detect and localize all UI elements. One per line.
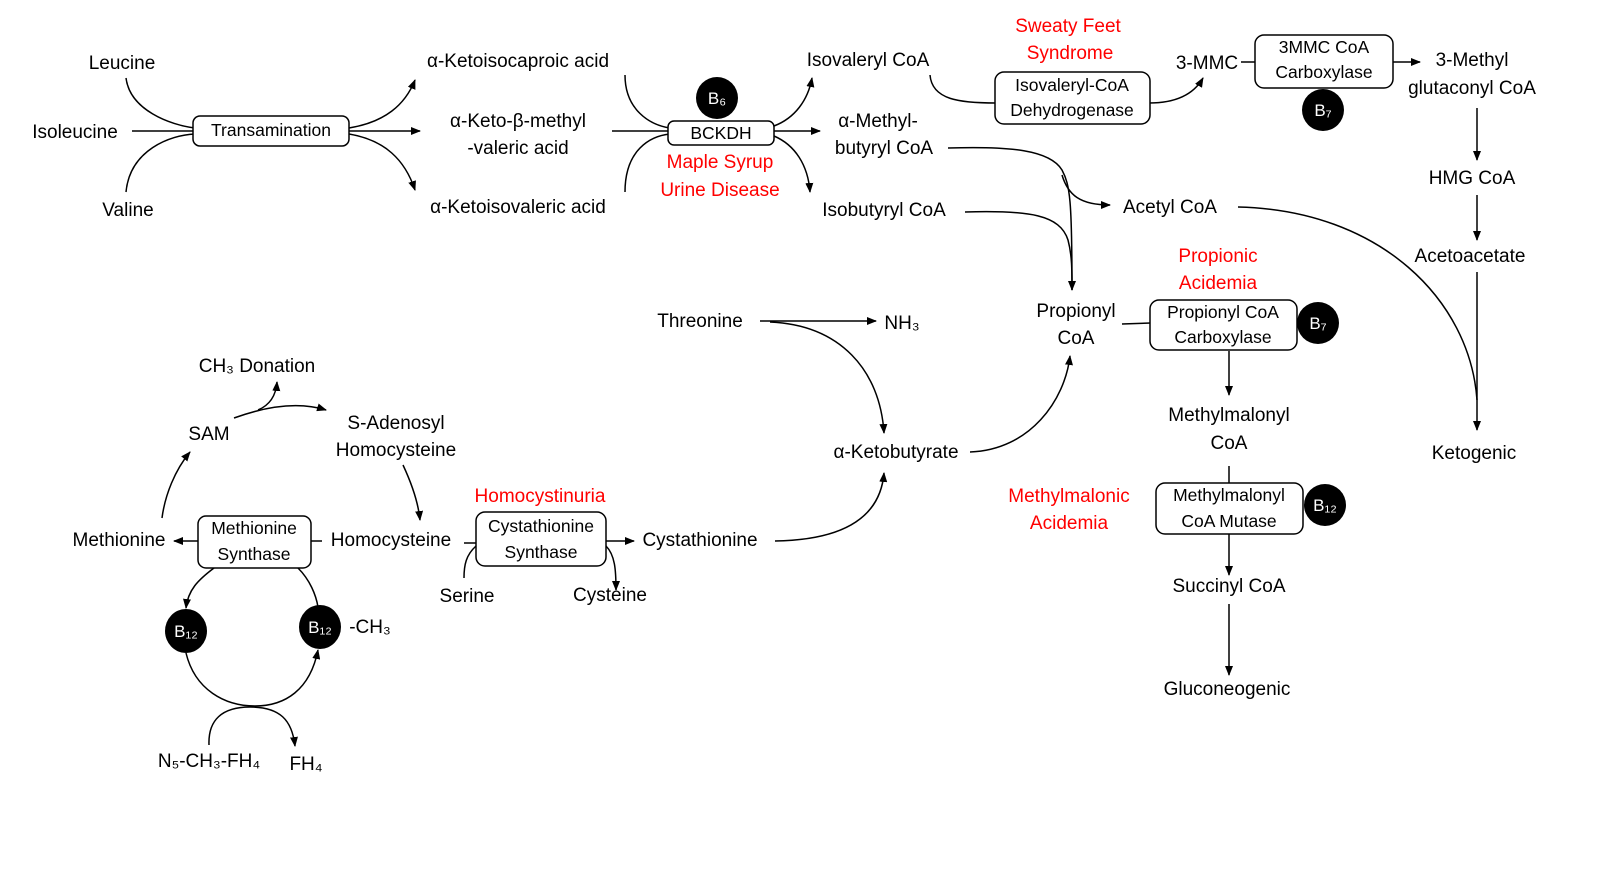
metabolite-label: Isovaleryl-CoA xyxy=(1015,75,1129,95)
metabolite-label: Synthase xyxy=(505,542,578,562)
disease-methylmalonic: Acidemia xyxy=(1030,513,1109,534)
cofactor-b7-propionyl: B₇ xyxy=(1297,302,1339,344)
metabolite-label: Methionine xyxy=(73,530,166,551)
metabolite-label: Cystathionine xyxy=(488,516,594,536)
metabolite-label: α-Keto-β-methyl xyxy=(450,111,586,132)
metabolite-label: Methylmalonyl xyxy=(1173,485,1285,505)
metabolite-label: CoA Mutase xyxy=(1181,511,1276,531)
disease-labels: Maple Syrup Urine Disease Sweaty Feet Sy… xyxy=(475,16,1258,534)
metabolite-label: Acetoacetate xyxy=(1415,246,1526,267)
metabolite-label: B₇ xyxy=(1314,101,1331,120)
metabolite-label: Methylmalonyl xyxy=(1168,405,1289,426)
cofactor-b7-3mmc: B₇ xyxy=(1302,89,1344,131)
metabolite-label: B₁₂ xyxy=(308,618,332,637)
metabolite-label: Ketogenic xyxy=(1432,443,1517,464)
disease-methylmalonic: Methylmalonic xyxy=(1008,486,1129,507)
metabolite-label: FH₄ xyxy=(289,754,322,775)
disease-propionic: Propionic xyxy=(1178,246,1257,267)
metabolite-label: Propionyl xyxy=(1036,301,1115,322)
enzyme-3mmc-coa-carboxylase: 3MMC CoA Carboxylase xyxy=(1254,34,1394,89)
metabolite-label: Acetyl CoA xyxy=(1123,197,1217,218)
enzyme-methylmalonyl-coa-mutase: Methylmalonyl CoA Mutase xyxy=(1155,482,1304,535)
metabolite-label: HMG CoA xyxy=(1429,168,1516,189)
metabolite-label: N₅-CH₃-FH₄ xyxy=(158,751,261,772)
metabolite-label: Homocysteine xyxy=(336,440,456,461)
enzyme-propionyl-coa-carboxylase: Propionyl CoA Carboxylase xyxy=(1149,299,1298,351)
metabolite-label: -valeric acid xyxy=(467,138,568,159)
metabolite-label: α-Ketoisocaproic acid xyxy=(427,51,609,72)
cofactor-b12: B₁₂ xyxy=(165,609,207,653)
metabolite-label: BCKDH xyxy=(690,123,751,143)
valine: Valine xyxy=(102,200,153,221)
metabolite-labels: Leucine Isoleucine Valine Threonine α-Ke… xyxy=(32,50,1536,775)
cofactor-b12-mutase: B₁₂ xyxy=(1304,484,1346,526)
enzyme-isovaleryl-coa-dehydrogenase: Isovaleryl-CoA Dehydrogenase xyxy=(994,71,1151,125)
metabolite-label: butyryl CoA xyxy=(835,138,934,159)
metabolite-label: SAM xyxy=(188,424,229,445)
cofactor-b6: B₆ xyxy=(696,77,738,119)
metabolite-label: CoA xyxy=(1058,328,1095,349)
metabolite-label: Isobutyryl CoA xyxy=(822,200,946,221)
disease-msud: Urine Disease xyxy=(660,180,779,201)
metabolite-label: Transamination xyxy=(211,120,331,140)
metabolite-label: Propionyl CoA xyxy=(1167,302,1279,322)
leucine: Leucine xyxy=(89,53,156,74)
disease-homocystinuria: Homocystinuria xyxy=(475,486,606,507)
metabolite-label: Methionine xyxy=(211,518,297,538)
metabolite-label: -CH₃ xyxy=(349,617,391,638)
enzyme-methionine-synthase: Methionine Synthase xyxy=(197,515,312,569)
isoleucine: Isoleucine xyxy=(32,122,118,143)
metabolite-label: Succinyl CoA xyxy=(1173,576,1286,597)
disease-sweaty-feet: Sweaty Feet xyxy=(1015,16,1121,37)
metabolite-label: NH₃ xyxy=(884,313,919,334)
metabolite-label: 3-Methyl xyxy=(1436,50,1509,71)
metabolite-label: B₇ xyxy=(1309,314,1326,333)
metabolite-label: CH₃ Donation xyxy=(199,356,316,377)
metabolite-label: glutaconyl CoA xyxy=(1408,78,1536,99)
metabolite-label: α-Ketobutyrate xyxy=(833,442,958,463)
metabolite-label: Isovaleryl CoA xyxy=(807,50,930,71)
metabolite-label: B₁₂ xyxy=(174,622,198,641)
metabolite-label: Cystathionine xyxy=(642,530,757,551)
metabolite-label: 3MMC CoA xyxy=(1279,37,1370,57)
metabolite-label: Carboxylase xyxy=(1275,62,1372,82)
enzyme-transamination: Transamination xyxy=(192,115,350,147)
metabolite-label: 3-MMC xyxy=(1176,53,1238,74)
metabolite-label: Gluconeogenic xyxy=(1164,679,1291,700)
metabolite-label: Cysteine xyxy=(573,585,647,606)
enzyme-cystathionine-synthase: Cystathionine Synthase xyxy=(475,511,607,567)
pathway-arrows xyxy=(125,58,1481,747)
metabolite-label: Dehydrogenase xyxy=(1010,100,1134,120)
metabolite-label: α-Methyl- xyxy=(838,111,918,132)
metabolite-label: Homocysteine xyxy=(331,530,451,551)
metabolite-label: Carboxylase xyxy=(1174,327,1271,347)
metabolite-label: α-Ketoisovaleric acid xyxy=(430,197,606,218)
threonine: Threonine xyxy=(657,311,743,332)
metabolite-label: CoA xyxy=(1211,433,1248,454)
metabolite-label: B₆ xyxy=(708,89,726,108)
metabolite-label: B₁₂ xyxy=(1313,496,1337,515)
metabolite-label: S-Adenosyl xyxy=(347,413,444,434)
disease-sweaty-feet: Syndrome xyxy=(1027,43,1114,64)
cofactor-b12-ch3: B₁₂ -CH₃ xyxy=(299,605,391,649)
disease-msud: Maple Syrup xyxy=(667,152,774,173)
metabolite-label: Synthase xyxy=(218,544,291,564)
disease-propionic: Acidemia xyxy=(1179,273,1258,294)
metabolite-label: Serine xyxy=(440,586,495,607)
enzyme-bckdh: BCKDH xyxy=(667,120,775,146)
